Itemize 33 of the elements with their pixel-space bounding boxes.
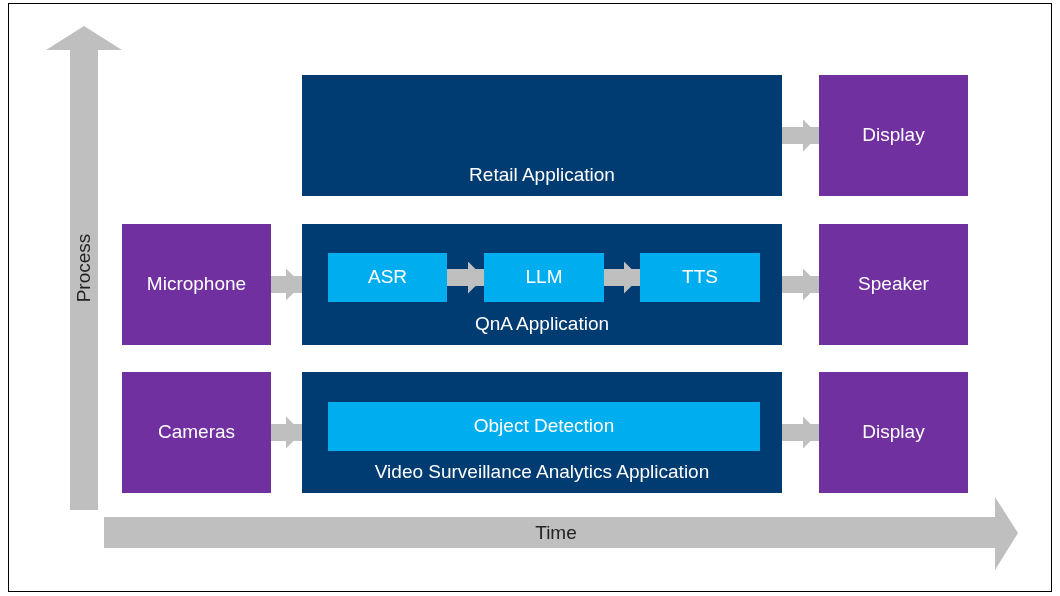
node-label: LLM xyxy=(524,265,564,288)
device-box xyxy=(122,372,271,493)
node-label: Object Detection xyxy=(472,414,616,437)
node-label: Cameras xyxy=(156,420,237,443)
node-label: Display xyxy=(861,123,926,146)
arrow xyxy=(604,261,640,294)
node-label: Display xyxy=(861,420,926,443)
application-box xyxy=(302,75,782,196)
device-box xyxy=(819,372,968,493)
module-box xyxy=(640,253,760,302)
module-box xyxy=(328,402,760,451)
arrow xyxy=(271,268,302,301)
node-label: ASR xyxy=(366,265,409,288)
device-box xyxy=(819,224,968,345)
device-box xyxy=(819,75,968,196)
node-label: Video Surveillance Analytics Application xyxy=(373,461,711,483)
arrow xyxy=(782,119,819,152)
arrow xyxy=(782,416,819,449)
arrow xyxy=(271,416,302,449)
arrow xyxy=(447,261,484,294)
arrow xyxy=(782,268,819,301)
module-box xyxy=(484,253,604,302)
axis-label: Process xyxy=(73,233,95,303)
axis-label: Time xyxy=(535,522,577,544)
node-label: Speaker xyxy=(857,272,930,295)
application-box xyxy=(302,372,782,493)
device-box xyxy=(122,224,271,345)
node-label: TTS xyxy=(681,265,719,288)
node-label: Microphone xyxy=(145,272,248,295)
module-box xyxy=(328,253,447,302)
node-label: Retail Application xyxy=(468,164,616,186)
application-box xyxy=(302,224,782,345)
node-label: QnA Application xyxy=(473,313,611,335)
